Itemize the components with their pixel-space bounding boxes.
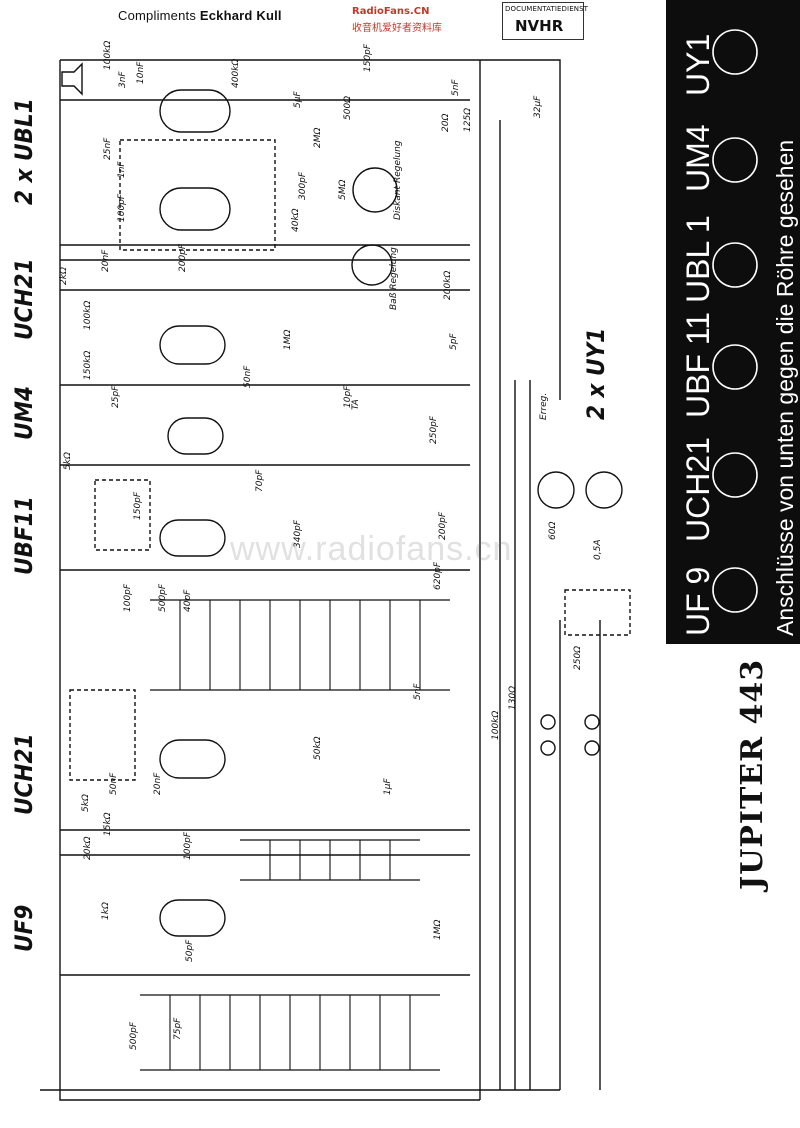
control-label: TA: [351, 399, 361, 410]
legend-note: Anschlüsse von unten gegen die Röhre ges…: [772, 139, 798, 636]
tube-label-ubf11: UBF11: [10, 496, 38, 575]
resistor-label: 5kΩ: [81, 794, 91, 812]
stamp-line1: DOCUMENTATIEDIENST: [505, 5, 588, 13]
resistor-label: 5MΩ: [338, 180, 348, 200]
radiofans-logo: RadioFans.CN: [352, 6, 430, 17]
capacitor-label: 5nF: [451, 79, 461, 96]
capacitor-label: 25pF: [111, 385, 121, 408]
resistor-label: 1kΩ: [101, 902, 111, 920]
capacitor-label: 20nF: [101, 249, 111, 272]
control-label: Baß Regelung: [389, 247, 399, 310]
tube-label-uch21-upper: UCH21: [10, 258, 38, 341]
radiofans-watermark: www.radiofans.cn: [230, 530, 513, 568]
capacitor-label: 50pF: [185, 939, 195, 962]
legend-uch21: UCH21: [680, 437, 716, 542]
capacitor-label: 150pF: [363, 43, 373, 72]
resistor-label: 15kΩ: [103, 812, 113, 836]
capacitor-label: 75pF: [173, 1017, 183, 1040]
capacitor-label: 50nF: [109, 772, 119, 795]
capacitor-label: 70pF: [255, 469, 265, 492]
resistor-label: 150kΩ: [83, 351, 93, 380]
capacitor-label: 500pF: [129, 1021, 139, 1050]
legend-ubl1: UBL 1: [680, 215, 716, 303]
resistor-label: 125Ω: [463, 108, 473, 132]
legend-ubf11: UBF 11: [680, 311, 716, 418]
resistor-label: 5kΩ: [63, 452, 73, 470]
resistor-label: 20kΩ: [83, 836, 93, 860]
socket-legend-panel: UY1 UM4 UBL 1 UBF 11 UCH21 UF 9 Anschlüs…: [666, 0, 800, 644]
capacitor-label: 5nF: [413, 683, 423, 700]
capacitor-label: 340pF: [293, 519, 303, 548]
capacitor-label: 200pF: [438, 511, 448, 540]
capacitor-label: 200pF: [178, 243, 188, 272]
control-label: Erreg.: [539, 393, 549, 420]
capacitor-label: 100pF: [117, 193, 127, 222]
legend-uy1: UY1: [680, 33, 716, 96]
capacitor-label: 10pF: [343, 385, 353, 408]
compliments-prefix: Compliments: [118, 8, 197, 23]
stamp-line2: NVHR: [515, 17, 564, 35]
resistor-label: 60Ω: [548, 522, 558, 540]
resistor-label: 1MΩ: [433, 920, 443, 940]
capacitor-label: 100pF: [123, 583, 133, 612]
capacitor-label: 20nF: [153, 772, 163, 795]
capacitor-label: 100pF: [183, 831, 193, 860]
capacitor-label: 150pF: [133, 491, 143, 520]
resistor-label: 200kΩ: [443, 271, 453, 300]
capacitor-label: 1nF: [117, 161, 127, 178]
tube-label-uch21-lower: UCH21: [10, 733, 38, 816]
capacitor-label: 1µF: [383, 778, 393, 795]
capacitor-label: 3nF: [118, 71, 128, 88]
resistor-label: 500Ω: [343, 96, 353, 120]
capacitor-label: 250pF: [429, 415, 439, 444]
resistor-label: 100kΩ: [83, 301, 93, 330]
compliments-name: Eckhard Kull: [199, 8, 282, 23]
model-title: JUPITER 443: [735, 658, 770, 890]
resistor-label: 400kΩ: [231, 59, 241, 88]
capacitor-label: 5µF: [293, 91, 303, 108]
resistor-label: 0,5A: [593, 540, 603, 560]
resistor-label: 250Ω: [573, 646, 583, 670]
capacitor-label: 5pF: [449, 333, 459, 350]
legend-um4: UM4: [680, 124, 716, 192]
capacitor-label: 50nF: [243, 365, 253, 388]
capacitor-label: 620pF: [433, 561, 443, 590]
resistor-label: 2MΩ: [313, 128, 323, 148]
socket-pinouts: [712, 29, 758, 613]
compliments-line: Compliments Eckhard Kull: [118, 8, 282, 23]
resistor-label: 100kΩ: [491, 711, 501, 740]
legend-uf9: UF 9: [680, 566, 716, 636]
capacitor-label: 40pF: [183, 589, 193, 612]
capacitor-label: 32µF: [533, 95, 543, 118]
tube-label-uf9: UF9: [10, 904, 38, 952]
resistor-label: 130Ω: [508, 686, 518, 710]
capacitor-label: 300pF: [298, 171, 308, 200]
resistor-label: 20Ω: [441, 114, 451, 132]
tube-label-ubl1: 2 x UBL1: [10, 98, 38, 205]
resistor-label: 40kΩ: [291, 208, 301, 232]
capacitor-label: 500pF: [158, 583, 168, 612]
resistor-label: 50kΩ: [313, 736, 323, 760]
resistor-label: 1MΩ: [283, 330, 293, 350]
capacitor-label: 25nF: [103, 137, 113, 160]
tube-label-um4: UM4: [10, 385, 38, 440]
control-label: Diskant Regelung: [393, 140, 403, 220]
resistor-label: 2kΩ: [59, 267, 69, 285]
rectifier-label: 2 x UY1: [582, 327, 610, 420]
capacitor-label: 10nF: [136, 61, 146, 84]
radiofans-subtitle: 收音机爱好者资料库: [352, 23, 442, 34]
nvhr-stamp: DOCUMENTATIEDIENST NVHR: [502, 2, 588, 40]
resistor-label: 100kΩ: [103, 41, 113, 70]
